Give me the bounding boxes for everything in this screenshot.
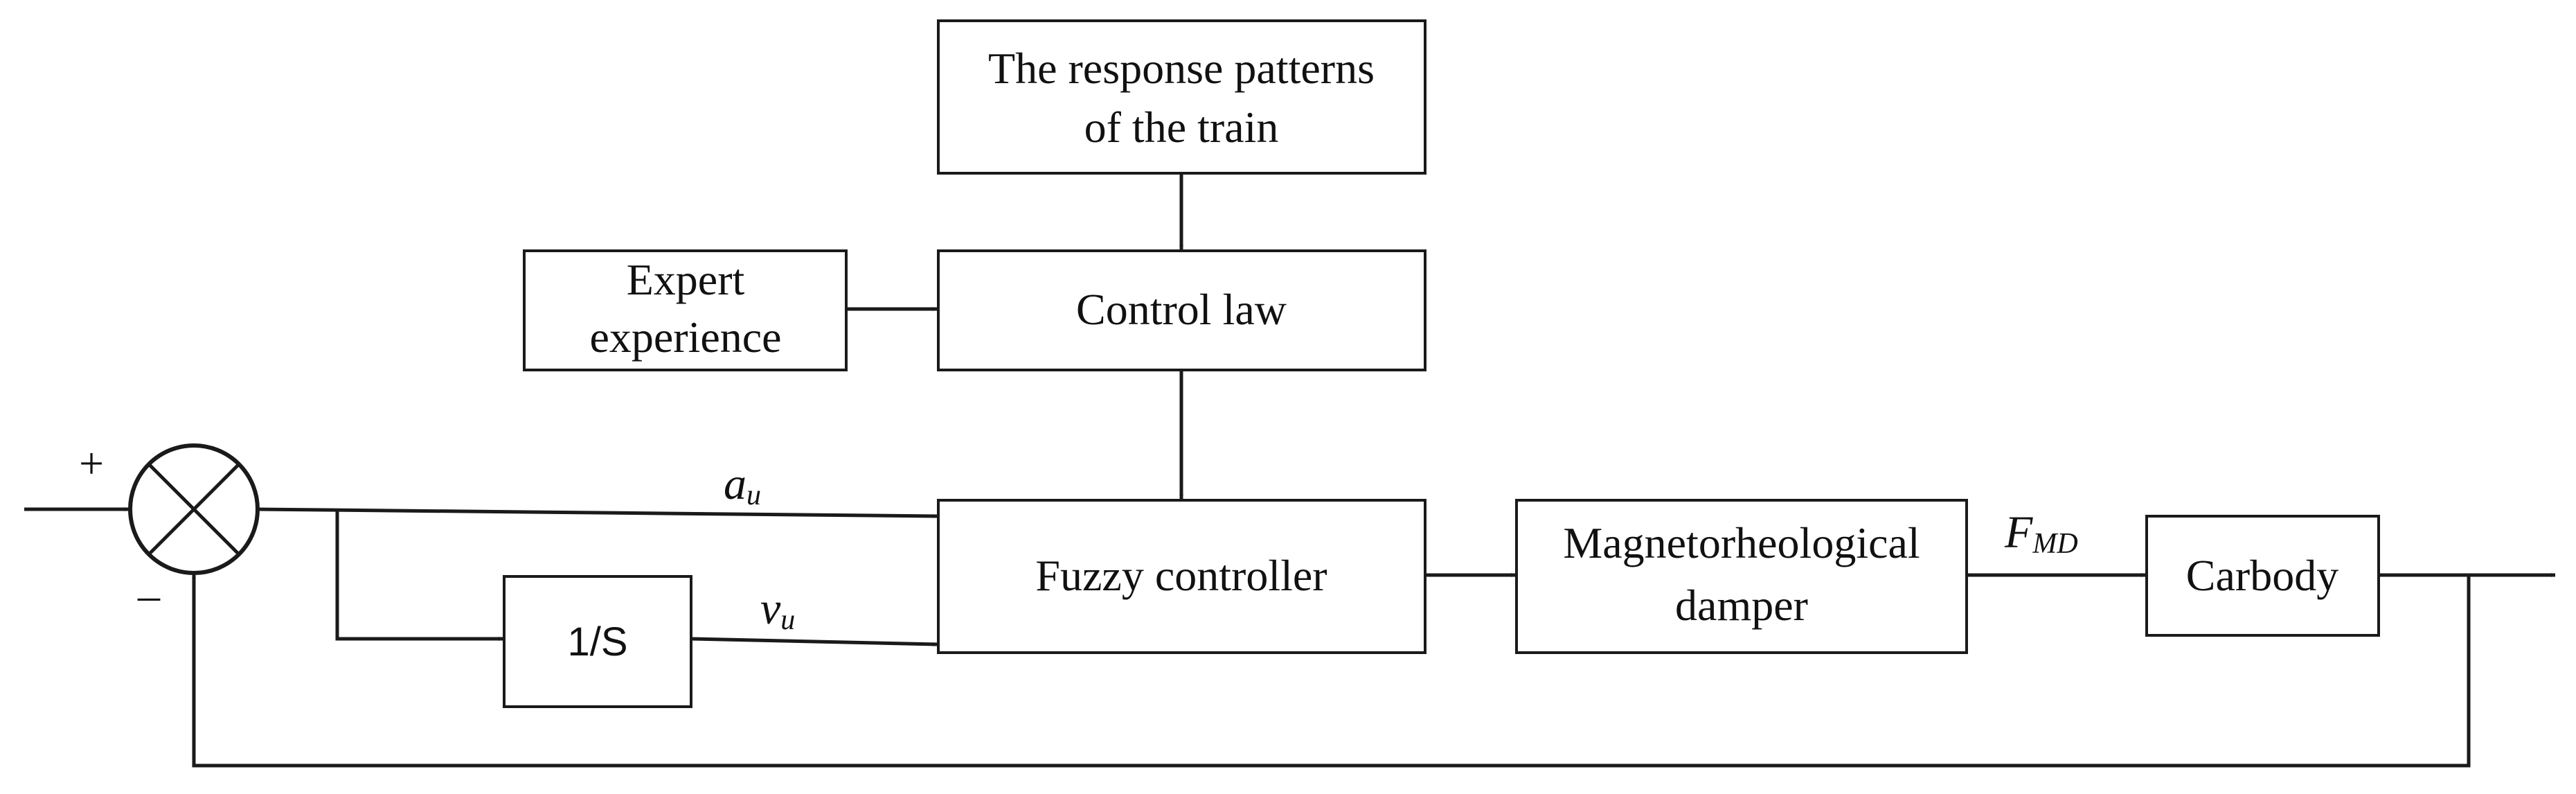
branch-to-integrator — [335, 511, 503, 641]
control-law-label: Control law — [1076, 285, 1287, 334]
mr-damper-line2: damper — [1675, 581, 1808, 630]
carbody-label: Carbody — [2186, 551, 2338, 600]
fuzzy-controller-label: Fuzzy controller — [1035, 551, 1327, 600]
au-arrow — [257, 507, 938, 518]
carbody-block: Carbody — [2145, 515, 2380, 637]
summing-junction — [128, 443, 260, 575]
vu-label: vu — [760, 583, 795, 636]
plus-sign: + — [79, 439, 104, 488]
fmd-label: FMD — [2004, 507, 2078, 560]
mr-damper-line1: Magnetorheological — [1563, 518, 1920, 567]
fuzzy-controller-block: Fuzzy controller — [937, 499, 1426, 654]
response-patterns-block: The response patterns of the train — [937, 19, 1426, 175]
expert-experience-block: Expert experience — [523, 249, 848, 371]
response-patterns-line2: of the train — [1084, 103, 1279, 152]
control-law-block: Control law — [937, 249, 1426, 371]
expert-experience-line1: Expert — [627, 255, 745, 304]
integrator-block: 1/S — [503, 575, 692, 708]
vu-arrow — [690, 637, 938, 646]
minus-sign: – — [137, 570, 161, 619]
response-patterns-line1: The response patterns — [988, 44, 1375, 93]
expert-experience-line2: experience — [589, 312, 781, 362]
connections — [24, 173, 2555, 768]
integrator-label: 1/S — [567, 619, 627, 664]
au-label: au — [724, 459, 761, 511]
feedback-path — [192, 574, 2471, 768]
mr-damper-block: Magnetorheological damper — [1515, 499, 1968, 654]
